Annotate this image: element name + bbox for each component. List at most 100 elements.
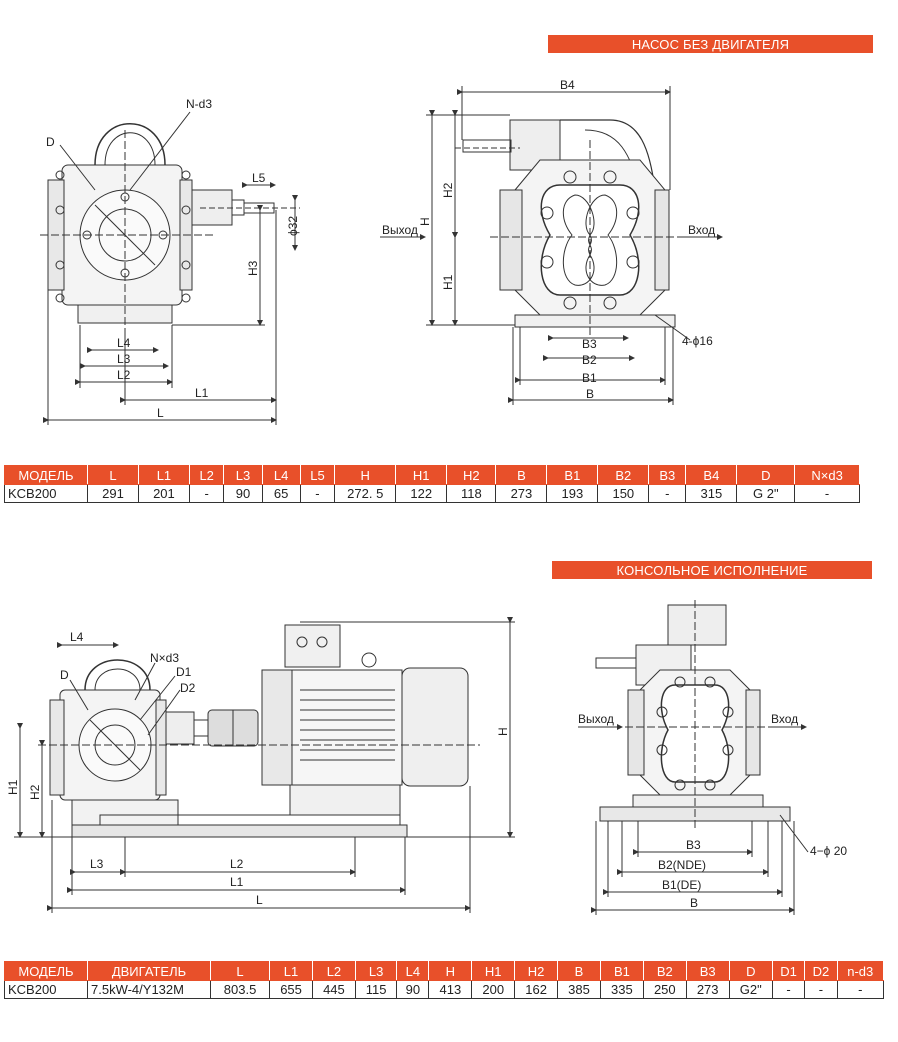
cell: 315 <box>685 484 738 503</box>
label-outlet: Выход <box>578 712 614 726</box>
label-B3: B3 <box>582 337 597 351</box>
cell: 90 <box>223 484 263 503</box>
label-L4: L4 <box>117 336 131 350</box>
cell: 803.5 <box>209 980 271 999</box>
label-Nxd3: N×d3 <box>150 651 179 665</box>
label-L3: L3 <box>117 352 131 366</box>
banner-pump-without-motor: НАСОС БЕЗ ДВИГАТЕЛЯ <box>548 35 873 53</box>
label-B: B <box>586 387 594 401</box>
col-header: L5 <box>299 465 336 485</box>
drawing-top-left <box>40 111 300 425</box>
col-header: L <box>87 465 139 485</box>
col-header: L4 <box>396 961 430 981</box>
col-header: L1 <box>269 961 313 981</box>
label-outlet: Выход <box>382 223 418 237</box>
cell: 150 <box>597 484 650 503</box>
label-B4: B4 <box>560 78 575 92</box>
label-B1-DE: B1(DE) <box>662 878 701 892</box>
label-H1: H1 <box>441 274 455 290</box>
col-header: L3 <box>354 961 398 981</box>
cell: 385 <box>557 980 601 999</box>
label-L2: L2 <box>230 857 244 871</box>
cell: 273 <box>495 484 548 503</box>
drawing-bottom-right <box>578 600 809 915</box>
cell: 115 <box>354 980 398 999</box>
col-header: L <box>209 961 271 981</box>
cell: KCB200 <box>4 484 88 503</box>
col-header: L4 <box>261 465 301 485</box>
cell: 65 <box>261 484 301 503</box>
cell: 291 <box>87 484 139 503</box>
col-header: B2 <box>642 961 687 981</box>
cell: 122 <box>395 484 448 503</box>
label-B3: B3 <box>686 838 701 852</box>
label-L: L <box>157 406 164 420</box>
label-inlet: Вход <box>771 712 798 726</box>
cell: 250 <box>642 980 687 999</box>
col-header: МОДЕЛЬ <box>4 465 88 485</box>
col-header: B2 <box>597 465 650 485</box>
cell: 193 <box>546 484 599 503</box>
label-H2: H2 <box>441 182 455 198</box>
cell: - <box>771 980 806 999</box>
col-header: L2 <box>188 465 225 485</box>
label-H2: H2 <box>28 784 42 800</box>
col-header: N×d3 <box>794 465 860 485</box>
table-header-row: МОДЕЛЬ ДВИГАТЕЛЬ L L1 L2 L3 L4 H H1 H2 B… <box>4 961 885 981</box>
label-holes-20: 4−ϕ 20 <box>810 844 847 858</box>
banner-console-version: КОНСОЛЬНОЕ ИСПОЛНЕНИЕ <box>552 561 872 579</box>
cell: - <box>804 980 838 999</box>
label-D: D <box>60 668 69 682</box>
label-L5: L5 <box>252 171 266 185</box>
col-header: H <box>334 465 397 485</box>
label-phi32: ϕ32 <box>286 216 300 236</box>
label-L4: L4 <box>70 630 84 644</box>
col-header: B <box>495 465 548 485</box>
label-holes-16: 4-ϕ16 <box>682 334 713 348</box>
label-B2: B2 <box>582 353 597 367</box>
spec-table-console: МОДЕЛЬ ДВИГАТЕЛЬ L L1 L2 L3 L4 H H1 H2 B… <box>4 961 885 999</box>
col-header: B <box>557 961 601 981</box>
col-header: H1 <box>395 465 448 485</box>
cell: - <box>299 484 336 503</box>
cell: 273 <box>685 980 730 999</box>
label-L1: L1 <box>230 875 244 889</box>
label-N-d3: N-d3 <box>186 97 212 111</box>
cell: 118 <box>446 484 497 503</box>
label-inlet: Вход <box>688 223 715 237</box>
cell: 445 <box>311 980 356 999</box>
cell: 90 <box>396 980 430 999</box>
label-B1: B1 <box>582 371 597 385</box>
col-header: ДВИГАТЕЛЬ <box>87 961 211 981</box>
drawing-top-right <box>380 86 723 405</box>
label-D: D <box>46 135 55 149</box>
table-header-row: МОДЕЛЬ L L1 L2 L3 L4 L5 H H1 H2 B B1 B2 … <box>4 465 860 485</box>
cell: - <box>188 484 225 503</box>
cell: 200 <box>471 980 516 999</box>
col-header: B4 <box>685 465 738 485</box>
cell: 7.5kW-4/Y132M <box>87 980 211 999</box>
cell: 655 <box>269 980 313 999</box>
col-header: n-d3 <box>836 961 885 981</box>
col-header: L3 <box>223 465 263 485</box>
cell: 413 <box>428 980 473 999</box>
label-H: H <box>418 217 432 226</box>
col-header: D2 <box>804 961 838 981</box>
cell: G 2" <box>736 484 796 503</box>
drawing-bottom-left <box>14 617 515 913</box>
label-L: L <box>256 893 263 907</box>
cell: 272. 5 <box>334 484 397 503</box>
label-B: B <box>690 896 698 910</box>
spec-table-pump: МОДЕЛЬ L L1 L2 L3 L4 L5 H H1 H2 B B1 B2 … <box>4 465 860 503</box>
col-header: L2 <box>311 961 356 981</box>
col-header: H2 <box>514 961 559 981</box>
cell: G2" <box>728 980 773 999</box>
cell: - <box>648 484 687 503</box>
cell: - <box>836 980 885 999</box>
col-header: МОДЕЛЬ <box>4 961 88 981</box>
cell: 201 <box>137 484 190 503</box>
col-header: H1 <box>471 961 516 981</box>
label-L1: L1 <box>195 386 209 400</box>
cell: 335 <box>599 980 644 999</box>
